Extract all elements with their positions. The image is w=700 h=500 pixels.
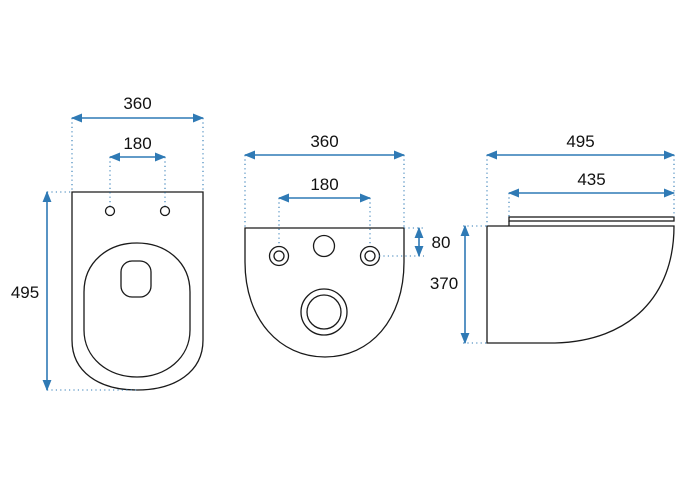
top-view: 360 180 495 — [11, 94, 205, 392]
back-height-label: 80 — [432, 233, 451, 252]
top-view-seat-opening — [83, 242, 191, 378]
back-view-outlet-outer — [300, 288, 348, 336]
side-length-label: 495 — [566, 132, 594, 151]
back-holes-label: 180 — [310, 175, 338, 194]
side-view: 495 435 370 — [430, 132, 676, 345]
back-view-outlet-inner — [306, 294, 342, 330]
back-width-label: 360 — [310, 132, 338, 151]
side-seat-label: 435 — [577, 170, 605, 189]
back-view-fixing-hole-right-outer — [359, 245, 381, 267]
top-view-flush-rim — [120, 260, 152, 298]
back-view-water-inlet — [312, 234, 336, 258]
top-view-mounting-hole-right — [159, 205, 171, 217]
top-view-bowl-outline — [71, 191, 204, 391]
back-view-fixing-hole-left-outer — [268, 245, 290, 267]
top-width-label: 360 — [123, 94, 151, 113]
top-view-mounting-hole-left — [104, 205, 116, 217]
back-view-bowl-outline — [244, 227, 405, 358]
back-view: 360 180 80 — [243, 132, 451, 358]
back-view-fixing-hole-left-inner — [273, 250, 285, 262]
top-length-label: 495 — [11, 283, 39, 302]
side-view-bowl-outline — [486, 225, 675, 344]
side-height-label: 370 — [430, 274, 458, 293]
top-holes-label: 180 — [123, 134, 151, 153]
side-view-seat-lid — [508, 216, 675, 222]
back-view-fixing-hole-right-inner — [364, 250, 376, 262]
